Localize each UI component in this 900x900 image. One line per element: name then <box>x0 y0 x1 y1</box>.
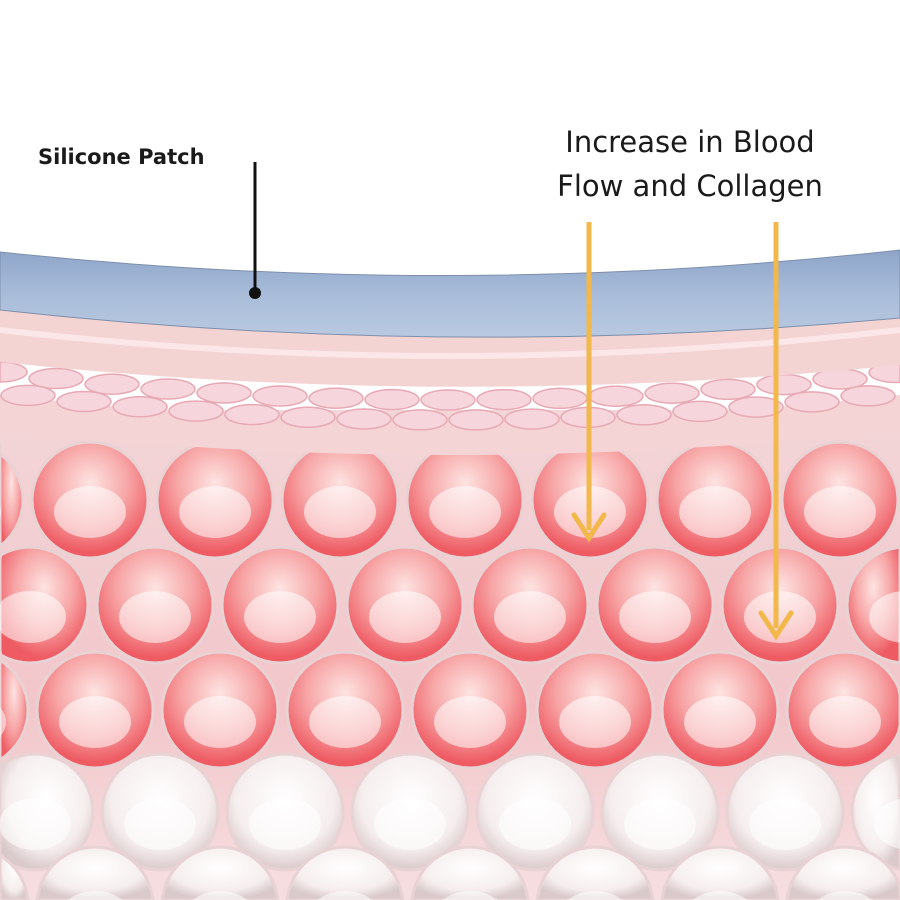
cell-highlight <box>59 891 131 900</box>
epidermis-cell <box>616 404 672 426</box>
dermis-cell <box>0 652 30 768</box>
epidermis-cell <box>336 408 392 430</box>
epidermis-cell <box>140 378 196 400</box>
epidermis-cell <box>420 389 476 411</box>
cell-highlight <box>809 696 881 748</box>
epidermis-cell <box>448 409 504 431</box>
dermis-cell <box>410 845 530 900</box>
cell-highlight <box>749 798 821 850</box>
cell-highlight <box>249 798 321 850</box>
epidermis-cell <box>784 391 840 413</box>
cell-highlight <box>429 486 501 538</box>
epidermis-cell <box>532 387 588 410</box>
cell-highlight <box>869 591 900 643</box>
dermis-cell <box>785 845 900 900</box>
epidermis-cell <box>56 390 112 413</box>
cell-highlight <box>499 798 571 850</box>
cell-highlight <box>374 798 446 850</box>
cell-highlight <box>494 591 566 643</box>
cell-highlight <box>559 891 631 900</box>
effect-label-line-1: Increase in Blood <box>565 125 815 159</box>
cell-highlight <box>744 591 816 643</box>
effect-label-line-2: Flow and Collagen <box>557 169 823 203</box>
cell-highlight <box>0 591 66 643</box>
cell-highlight <box>124 798 196 850</box>
epidermis-cells <box>0 361 900 431</box>
cell-highlight <box>59 696 131 748</box>
cell-highlight <box>309 891 381 900</box>
cell-highlight <box>0 696 6 748</box>
epidermis-cell <box>672 400 728 423</box>
epidermis-cell <box>392 409 448 431</box>
epidermis-cell <box>364 388 420 411</box>
cell-highlight <box>624 798 696 850</box>
cell-highlight <box>874 798 900 850</box>
cell-highlight <box>559 696 631 748</box>
dermis-cell <box>0 442 25 558</box>
cell-highlight <box>434 696 506 748</box>
silicone-patch-label: Silicone Patch <box>38 145 205 169</box>
epidermis-cell <box>476 388 532 411</box>
dermis-cell <box>535 845 655 900</box>
epidermis-cell <box>644 382 700 404</box>
blood-flow-arrow-1 <box>571 222 607 543</box>
epidermis-cell <box>588 385 644 407</box>
epidermis-cell <box>504 408 560 430</box>
dermis-cell <box>35 845 155 900</box>
cell-highlight <box>184 891 256 900</box>
cell-highlight <box>684 891 756 900</box>
cell-highlight <box>244 591 316 643</box>
cell-highlight <box>304 486 376 538</box>
epidermis-cell <box>728 396 784 418</box>
epidermis-cell <box>168 400 224 422</box>
epidermis-cell <box>28 367 84 390</box>
dermis-cell <box>160 845 280 900</box>
epidermis-cell <box>700 378 756 401</box>
epidermis-cell <box>840 385 896 407</box>
cell-highlight <box>434 891 506 900</box>
epidermis-cell <box>252 385 308 407</box>
cell-highlight <box>0 486 1 538</box>
epidermis-cell <box>224 403 280 426</box>
dermis-cells <box>0 440 900 900</box>
epidermis-cell <box>0 384 56 407</box>
stratum-highlight <box>0 327 900 359</box>
cell-highlight <box>184 696 256 748</box>
cell-highlight <box>369 591 441 643</box>
silicone-patch-layer <box>0 249 900 338</box>
blood-flow-collagen-label: Increase in Blood Flow and Collagen <box>520 120 860 208</box>
epidermis-cell <box>280 406 336 428</box>
epidermis-cell <box>196 382 252 404</box>
epidermis-cell <box>308 387 364 409</box>
cell-highlight <box>119 591 191 643</box>
epidermis-base <box>0 395 900 455</box>
epidermis-cell <box>0 361 28 383</box>
epidermis-cell <box>112 395 168 418</box>
cell-highlight <box>0 798 71 850</box>
epidermis-cell <box>756 373 812 396</box>
cell-highlight <box>619 591 691 643</box>
epidermis-cell <box>84 373 140 395</box>
epidermis-cell <box>868 361 900 384</box>
cell-highlight <box>179 486 251 538</box>
cell-highlight <box>809 891 881 900</box>
cell-highlight <box>54 486 126 538</box>
cell-highlight <box>309 696 381 748</box>
dermis-cell <box>660 845 780 900</box>
blood-flow-arrow-2 <box>758 222 794 641</box>
cell-highlight <box>684 696 756 748</box>
cell-highlight <box>804 486 876 538</box>
dermis-cell <box>285 845 405 900</box>
patch-pointer-dot <box>249 287 261 299</box>
dermis-cell <box>0 847 30 900</box>
cell-highlight <box>679 486 751 538</box>
